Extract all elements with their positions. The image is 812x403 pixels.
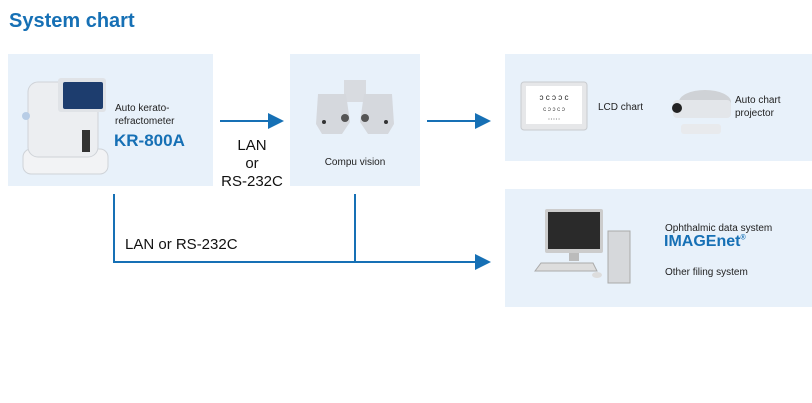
refractometer-image <box>22 78 109 175</box>
lcd-chart-image: ↄ c ↄ ɔ c c ɔ ɔ c ɔ • • • • • <box>520 81 588 131</box>
upper-connection-label: LAN or RS-232C <box>218 137 286 191</box>
conn-rs232c: RS-232C <box>221 173 283 190</box>
svg-text:c ɔ ɔ c ɔ: c ɔ ɔ c ɔ <box>543 107 565 113</box>
imagenet-name: IMAGEnet® <box>664 233 746 251</box>
lower-connection-label: LAN or RS-232C <box>125 236 238 253</box>
refractometer-box: Auto kerato-refractometer KR-800A <box>8 54 213 186</box>
compu-vision-image <box>316 80 394 134</box>
chart-projector-image <box>672 90 731 134</box>
compu-vision-box: Compu vision <box>290 54 420 186</box>
imagenet-label: IMAGEnet <box>664 233 741 250</box>
svg-text:• • • • •: • • • • • <box>548 116 560 121</box>
data-system-box: Ophthalmic data system IMAGEnet® Other f… <box>505 189 812 307</box>
lcd-chart-label: LCD chart <box>598 102 644 113</box>
chart-projector-label: Auto chart projector <box>735 95 781 119</box>
other-filing-label: Other filing system <box>665 267 748 278</box>
conn-or: or <box>245 155 259 172</box>
svg-text:ↄ c ↄ ɔ c: ↄ c ↄ ɔ c <box>540 93 569 102</box>
chart-box: ↄ c ↄ ɔ c c ɔ ɔ c ɔ • • • • • LCD chart … <box>505 54 812 161</box>
computer-image <box>534 209 631 284</box>
refractometer-model: KR-800A <box>114 131 185 150</box>
page-title: System chart <box>9 10 135 32</box>
data-system-desc: Ophthalmic data system <box>665 223 773 234</box>
refractometer-desc: Auto kerato-refractometer <box>115 103 175 127</box>
compu-vision-label: Compu vision <box>324 157 386 168</box>
registered-mark: ® <box>740 234 746 242</box>
conn-lan: LAN <box>237 137 267 154</box>
